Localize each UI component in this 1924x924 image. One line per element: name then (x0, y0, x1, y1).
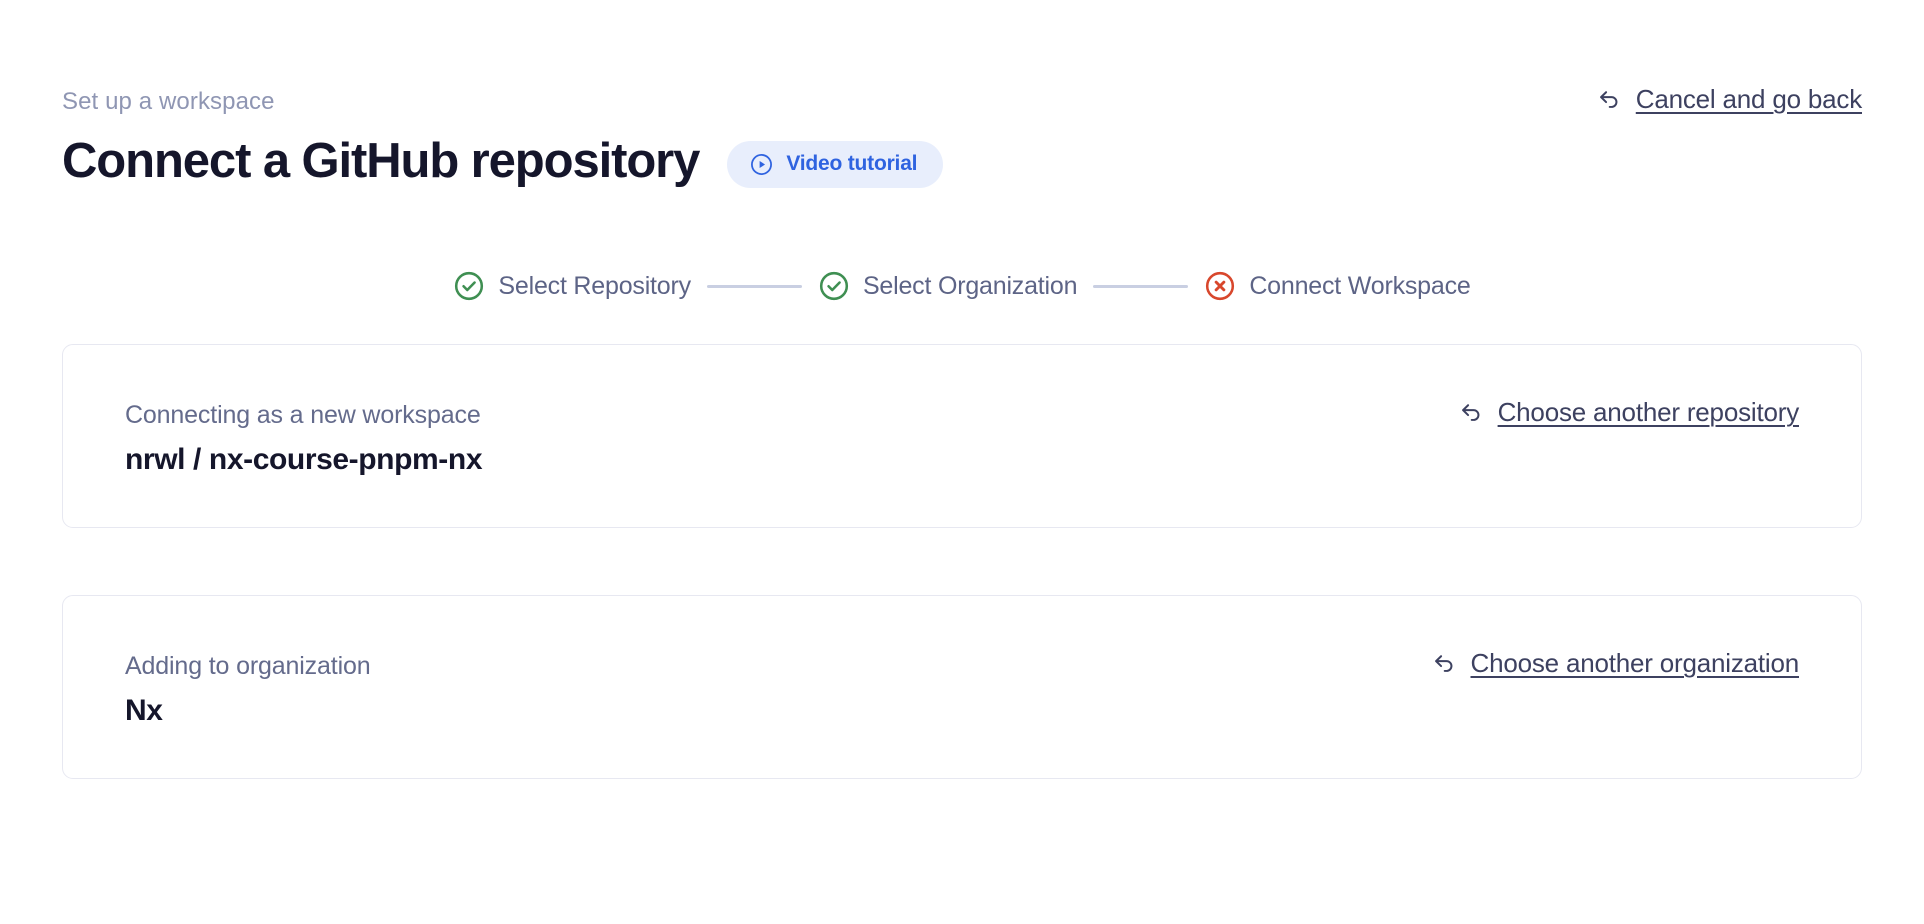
repository-owner: nrwl (125, 443, 186, 476)
video-tutorial-label: Video tutorial (786, 152, 918, 175)
choose-another-organization-link[interactable]: Choose another organization (1430, 648, 1800, 678)
cancel-and-go-back-link[interactable]: Cancel and go back (1595, 84, 1862, 114)
choose-another-repository-label: Choose another repository (1497, 397, 1800, 427)
video-tutorial-button[interactable]: Video tutorial (727, 140, 944, 188)
repository-card: Connecting as a new workspace nrwl / nx-… (62, 344, 1862, 528)
step-connect-workspace[interactable]: Connect Workspace (1204, 270, 1471, 302)
page-title: Connect a GitHub repository (62, 134, 700, 188)
stepper-connector-2 (1093, 284, 1189, 288)
stepper-connector-1 (706, 284, 802, 288)
breadcrumb-eyebrow: Set up a workspace (62, 88, 275, 115)
step-label-select-repository: Select Repository (498, 271, 691, 300)
organization-card-caption: Adding to organization (125, 652, 371, 680)
play-circle-icon (749, 152, 774, 177)
x-circle-icon (1204, 270, 1236, 302)
organization-card-value: Nx (125, 694, 163, 727)
arrow-uturn-left-icon (1595, 85, 1623, 113)
step-label-connect-workspace: Connect Workspace (1249, 271, 1471, 300)
step-label-select-organization: Select Organization (862, 271, 1078, 300)
check-circle-icon (453, 270, 485, 302)
step-select-organization[interactable]: Select Organization (818, 270, 1078, 302)
title-row: Connect a GitHub repository Video tutori… (62, 132, 1862, 190)
cancel-and-go-back-label: Cancel and go back (1635, 84, 1862, 114)
repository-card-caption: Connecting as a new workspace (125, 401, 481, 429)
choose-another-repository-link[interactable]: Choose another repository (1457, 397, 1799, 427)
repository-separator: / (185, 443, 209, 476)
page-header: Set up a workspace Connect a GitHub repo… (62, 0, 1862, 190)
arrow-uturn-left-icon (1457, 398, 1485, 426)
organization-card: Adding to organization Nx Choose another… (62, 595, 1862, 779)
repository-name: nx-course-pnpm-nx (208, 443, 483, 476)
arrow-uturn-left-icon (1430, 649, 1458, 677)
step-select-repository[interactable]: Select Repository (453, 270, 691, 302)
choose-another-organization-label: Choose another organization (1470, 648, 1800, 678)
check-circle-icon (818, 270, 850, 302)
repository-card-value: nrwl / nx-course-pnpm-nx (125, 442, 1861, 478)
progress-stepper: Select Repository Select Organization Co… (62, 270, 1862, 302)
